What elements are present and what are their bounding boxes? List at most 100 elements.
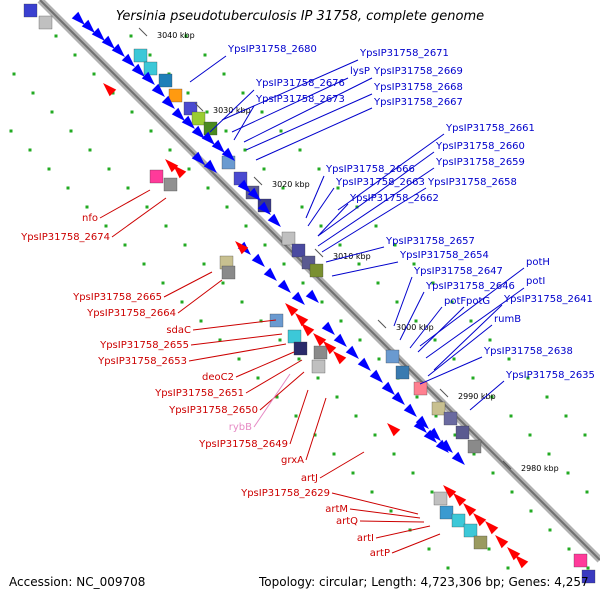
forward-gene-arrow [111, 43, 125, 57]
tick-dot [469, 319, 473, 323]
forward-gene-arrow [263, 267, 277, 281]
accession-text: Accession: NC_009708 [9, 575, 146, 589]
forward-gene-arrow [277, 279, 291, 293]
tick-dot [222, 72, 226, 76]
gene-label: YpsIP31758_2653 [97, 356, 187, 367]
forward-gene-arrow [141, 71, 155, 85]
tick-dot [313, 433, 317, 437]
tick-dot [66, 186, 70, 190]
tick-dot [186, 91, 190, 95]
feature-block [443, 411, 458, 426]
tick-dot [446, 566, 450, 570]
tick-dot [180, 300, 184, 304]
gene-label: YpsIP31758_2658 [427, 177, 517, 188]
gene-label: YpsIP31758_2629 [240, 488, 330, 499]
forward-gene-arrow [191, 125, 205, 139]
feature-block [158, 73, 173, 88]
feature-blocks [23, 3, 596, 584]
scale-tick-label: 3010 kbp [333, 252, 371, 261]
tick-dot [433, 338, 437, 342]
forward-gene-arrow [81, 19, 95, 33]
tick-dot [411, 471, 415, 475]
forward-gene-arrow [357, 357, 371, 371]
tick-dot [355, 205, 359, 209]
tick-dot [434, 414, 438, 418]
map-title: Yersinia pseudotuberculosis IP 31758, co… [115, 9, 485, 24]
tick-dot [107, 167, 111, 171]
label-leader-line [243, 77, 373, 143]
label-leader-line [469, 380, 505, 411]
feature-block [309, 263, 324, 278]
label-leader-line [331, 261, 399, 277]
tick-dot [528, 433, 532, 437]
feature-block [191, 111, 206, 126]
tick-dot [376, 281, 380, 285]
tick-dot [130, 110, 134, 114]
forward-gene-arrow [91, 27, 105, 41]
tick-dot [206, 186, 210, 190]
tick-dot [203, 53, 207, 57]
forward-gene-arrow [221, 147, 235, 161]
label-leader-line [245, 93, 373, 151]
tick-dot [184, 34, 188, 38]
reverse-gene-arrow [173, 165, 187, 179]
tick-dot [92, 72, 96, 76]
gene-label: YpsIP31758_2667 [373, 97, 463, 108]
label-leader-line [192, 319, 277, 331]
tick-dot [126, 186, 130, 190]
scale-tick-label: 2990 kbp [458, 392, 496, 401]
label-leader-line [188, 343, 287, 362]
gene-label: artQ [336, 516, 358, 527]
gene-label: YpsIP31758_2660 [435, 141, 525, 152]
label-leader-line [317, 167, 435, 247]
tick-dot [142, 262, 146, 266]
tick-dot [148, 53, 152, 57]
reverse-gene-arrow [313, 333, 327, 347]
tick-dot [129, 34, 133, 38]
gene-label: YpsIP31758_2669 [373, 66, 463, 77]
gene-label: rumB [494, 314, 521, 325]
forward-gene-arrow [203, 159, 217, 173]
tick-dot [374, 224, 378, 228]
forward-gene-arrow [251, 253, 265, 267]
label-leader-line [325, 246, 385, 263]
gene-label: potG [466, 296, 490, 307]
gene-label: YpsIP31758_2638 [483, 346, 573, 357]
gene-label: artI [357, 533, 374, 544]
tick-dot [566, 471, 570, 475]
gene-label: grxA [281, 455, 304, 466]
label-leader-line [99, 189, 151, 219]
gene-label: artM [325, 504, 348, 515]
gene-label: YpsIP31758_2666 [325, 164, 415, 175]
tick-dot [339, 319, 343, 323]
tick-dots [9, 34, 590, 570]
tick-dot [241, 91, 245, 95]
reverse-gene-arrow [301, 323, 315, 337]
label-leader-line [331, 492, 419, 515]
label-leader-line [307, 187, 335, 227]
tick-dot [225, 205, 229, 209]
tick-dot [335, 395, 339, 399]
tick-dot [414, 319, 418, 323]
tick-dot [294, 414, 298, 418]
label-leader-line [305, 397, 327, 461]
forward-gene-arrow [237, 179, 251, 193]
tick-dot [224, 129, 228, 133]
gene-label: YpsIP31758_2647 [413, 266, 503, 277]
tick-dot [28, 148, 32, 152]
forward-gene-arrow [121, 53, 135, 67]
label-leader-line [417, 306, 465, 353]
gene-label: YpsIP31758_2661 [445, 123, 535, 134]
tick-dot [370, 490, 374, 494]
tick-dot [262, 167, 266, 171]
tick-dot [73, 53, 77, 57]
gene-label: YpsIP31758_2650 [168, 405, 258, 416]
label-leader-line [289, 389, 309, 445]
feature-block [311, 359, 326, 374]
tick-dot [392, 452, 396, 456]
label-leader-line [399, 291, 425, 341]
feature-block [395, 365, 410, 380]
gene-label: YpsIP31758_2654 [399, 250, 489, 261]
feature-block [439, 505, 454, 520]
